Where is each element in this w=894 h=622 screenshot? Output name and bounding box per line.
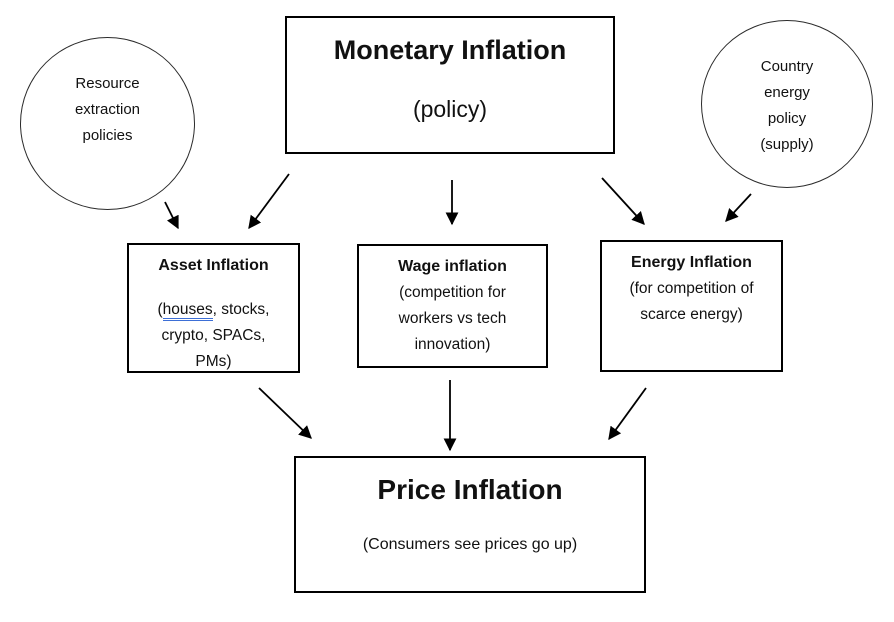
node-resource-extraction-policies: Resource extraction policies [20,37,195,210]
node-country-energy-policy: Country energy policy (supply) [701,20,873,188]
price-inflation-title: Price Inflation [377,474,563,505]
country-energy-policy-line: Country [760,58,814,75]
wage-inflation-body-line: innovation) [414,336,491,353]
wage-inflation-body-line: (competition for [399,284,506,301]
resource-policies-line: Resource [75,75,140,92]
asset-inflation-body-line: crypto, SPACs, [161,327,266,344]
price-inflation-subtitle: (Consumers see prices go up) [362,536,578,553]
asset-body-rest: , stocks, [212,301,270,318]
asset-body-houses-underlined: houses [162,301,213,321]
asset-inflation-body-line: PMs) [195,353,232,370]
energy-inflation-body-line: (for competition of [629,280,754,297]
node-wage-inflation: Wage inflation (competition for workers … [357,244,548,368]
arrow-resource-to-asset [164,201,179,230]
node-price-inflation: Price Inflation (Consumers see prices go… [294,456,646,593]
node-energy-inflation: Energy Inflation (for competition of sca… [600,240,783,372]
arrow-country-to-energy [725,193,752,222]
country-energy-policy-line: energy [764,84,810,101]
arrow-monetary-to-asset [248,173,290,230]
asset-body-open: ( [157,301,163,318]
arrow-monetary-to-energy [601,177,645,225]
node-asset-inflation: Asset Inflation (houses, stocks, crypto,… [127,243,300,373]
asset-inflation-title: Asset Inflation [158,257,269,274]
energy-inflation-body-line: scarce energy) [640,306,743,323]
wage-inflation-title: Wage inflation [398,258,507,275]
country-energy-policy-line: (supply) [760,136,814,153]
resource-policies-line: extraction [74,101,141,118]
arrow-asset-to-price [258,387,312,439]
asset-inflation-body-line: (houses, stocks, [157,297,270,323]
monetary-inflation-subtitle: (policy) [412,96,488,122]
arrow-energy-to-price [608,387,647,441]
resource-policies-line: policies [82,127,133,144]
country-energy-policy-line: policy [767,110,807,127]
node-monetary-inflation: Monetary Inflation (policy) [285,16,615,154]
monetary-inflation-title: Monetary Inflation [333,35,567,65]
wage-inflation-body-line: workers vs tech [398,310,507,327]
energy-inflation-title: Energy Inflation [631,254,752,271]
